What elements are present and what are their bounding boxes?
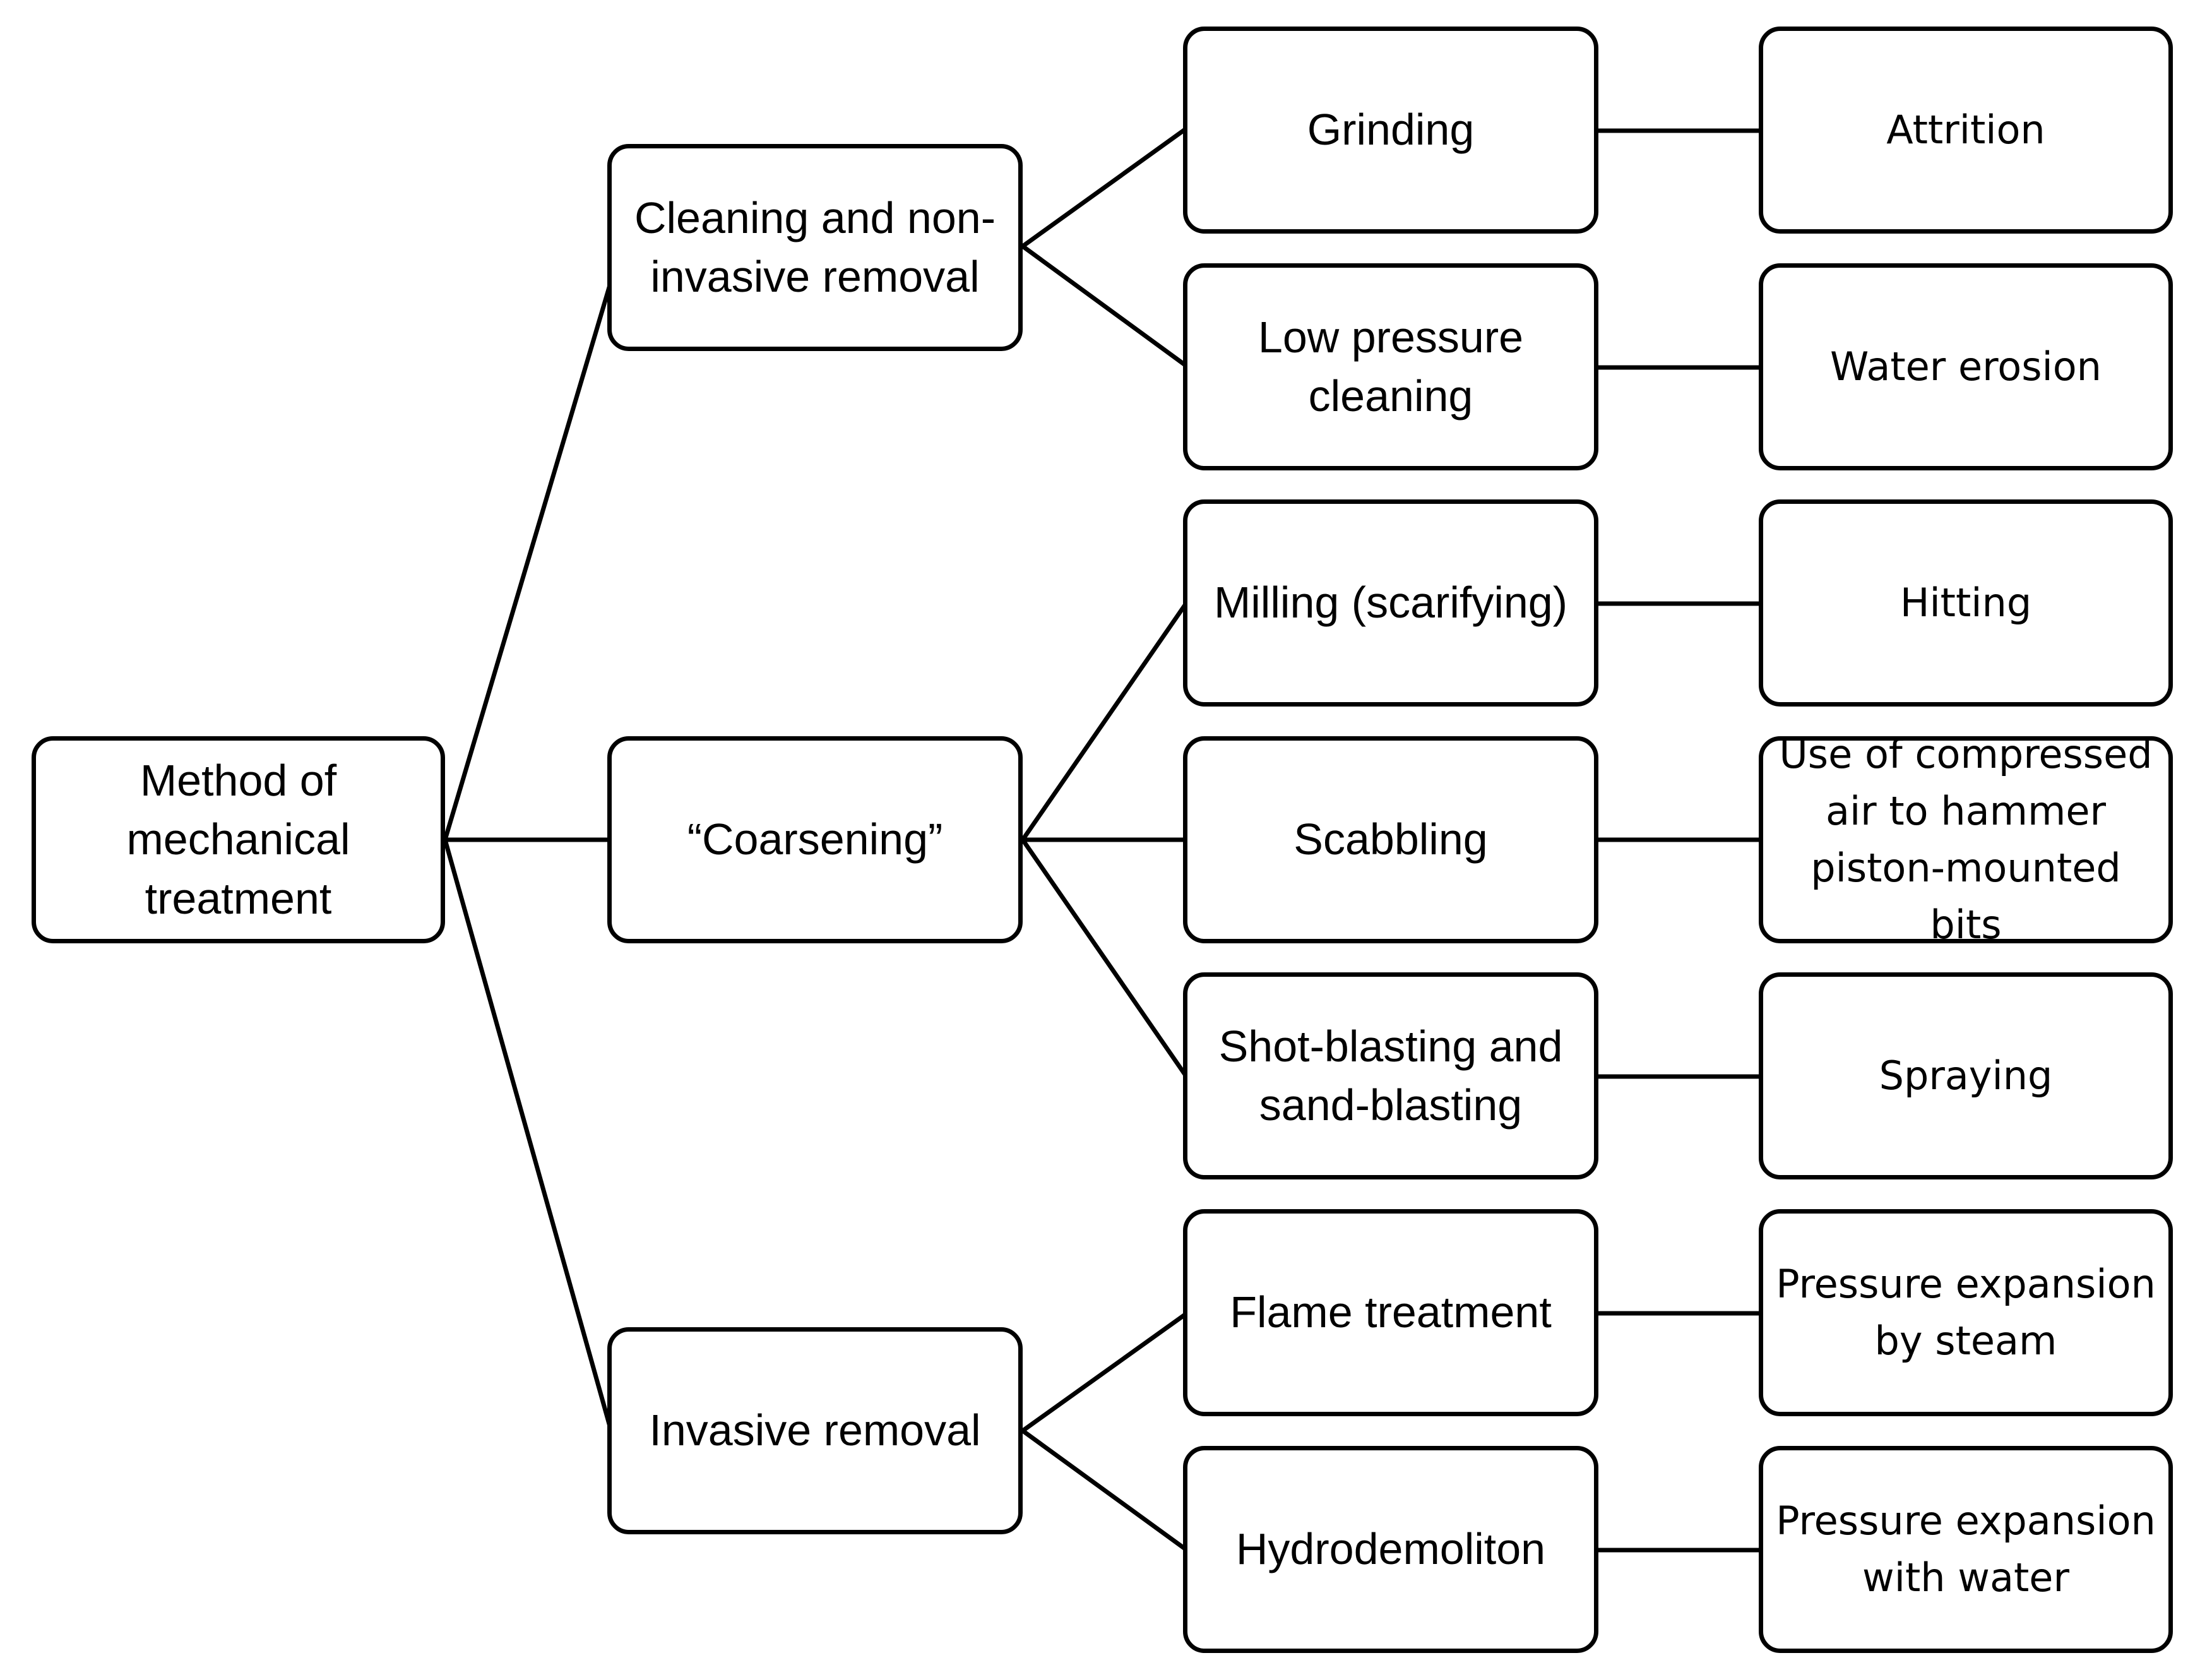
category-label: Cleaning and non- invasive removal bbox=[634, 193, 996, 301]
method-label: Scabbling bbox=[1293, 815, 1488, 864]
mechanism-node-steam-expansion: Pressure expansion by steam bbox=[1759, 1209, 2173, 1416]
mechanism-label: Pressure expansion by steam bbox=[1776, 1261, 2156, 1364]
connector-root-invasive bbox=[443, 837, 614, 1433]
connector-coarsening-shot-blasting bbox=[1020, 837, 1189, 1080]
connector-coarsening-milling bbox=[1020, 600, 1189, 842]
method-label: Hydrodemoliton bbox=[1235, 1524, 1546, 1574]
method-node-hydrodemolition: Hydrodemoliton bbox=[1183, 1446, 1598, 1653]
method-node-flame-treatment: Flame treatment bbox=[1183, 1209, 1598, 1416]
connector-invasive-hydro bbox=[1020, 1428, 1189, 1553]
mechanism-label: Water erosion bbox=[1830, 343, 2102, 390]
connector-invasive-flame bbox=[1020, 1311, 1189, 1433]
method-label: Milling (scarifying) bbox=[1213, 578, 1568, 628]
mechanism-label: Spraying bbox=[1879, 1053, 2053, 1099]
root-label: Method of mechanical treatment bbox=[126, 756, 350, 923]
connector-root-cleaning bbox=[443, 278, 614, 842]
connector-cleaning-low-pressure bbox=[1020, 244, 1189, 369]
category-node-coarsening: “Coarsening” bbox=[607, 736, 1023, 943]
mechanism-label: Attrition bbox=[1886, 107, 2045, 153]
mechanism-node-compressed-air: Use of compressed air to hammer piston-m… bbox=[1759, 731, 2173, 948]
method-node-low-pressure-cleaning: Low pressure cleaning bbox=[1183, 263, 1598, 470]
connector-cleaning-grinding bbox=[1020, 126, 1189, 249]
category-label: “Coarsening” bbox=[687, 815, 943, 864]
mechanism-node-water-erosion: Water erosion bbox=[1759, 263, 2173, 470]
method-node-grinding: Grinding bbox=[1183, 27, 1598, 234]
mechanism-label: Pressure expansion with water bbox=[1776, 1498, 2156, 1601]
mechanism-node-spraying: Spraying bbox=[1759, 972, 2173, 1179]
method-label: Low pressure cleaning bbox=[1258, 312, 1524, 421]
method-node-shot-blasting: Shot-blasting and sand-blasting bbox=[1183, 972, 1598, 1179]
method-node-scabbling: Scabbling bbox=[1183, 736, 1598, 943]
category-node-cleaning: Cleaning and non- invasive removal bbox=[607, 144, 1023, 351]
root-node: Method of mechanical treatment bbox=[32, 736, 445, 943]
mechanism-node-attrition: Attrition bbox=[1759, 27, 2173, 234]
method-node-milling: Milling (scarifying) bbox=[1183, 499, 1598, 707]
mechanism-node-hitting: Hitting bbox=[1759, 499, 2173, 707]
method-label: Grinding bbox=[1307, 105, 1475, 155]
mechanism-node-water-expansion: Pressure expansion with water bbox=[1759, 1446, 2173, 1653]
method-label: Flame treatment bbox=[1230, 1287, 1552, 1337]
category-label: Invasive removal bbox=[649, 1405, 981, 1455]
method-label: Shot-blasting and sand-blasting bbox=[1218, 1021, 1563, 1130]
mechanism-label: Use of compressed air to hammer piston-m… bbox=[1779, 731, 2153, 948]
category-node-invasive: Invasive removal bbox=[607, 1327, 1023, 1534]
mechanism-label: Hitting bbox=[1900, 580, 2032, 626]
